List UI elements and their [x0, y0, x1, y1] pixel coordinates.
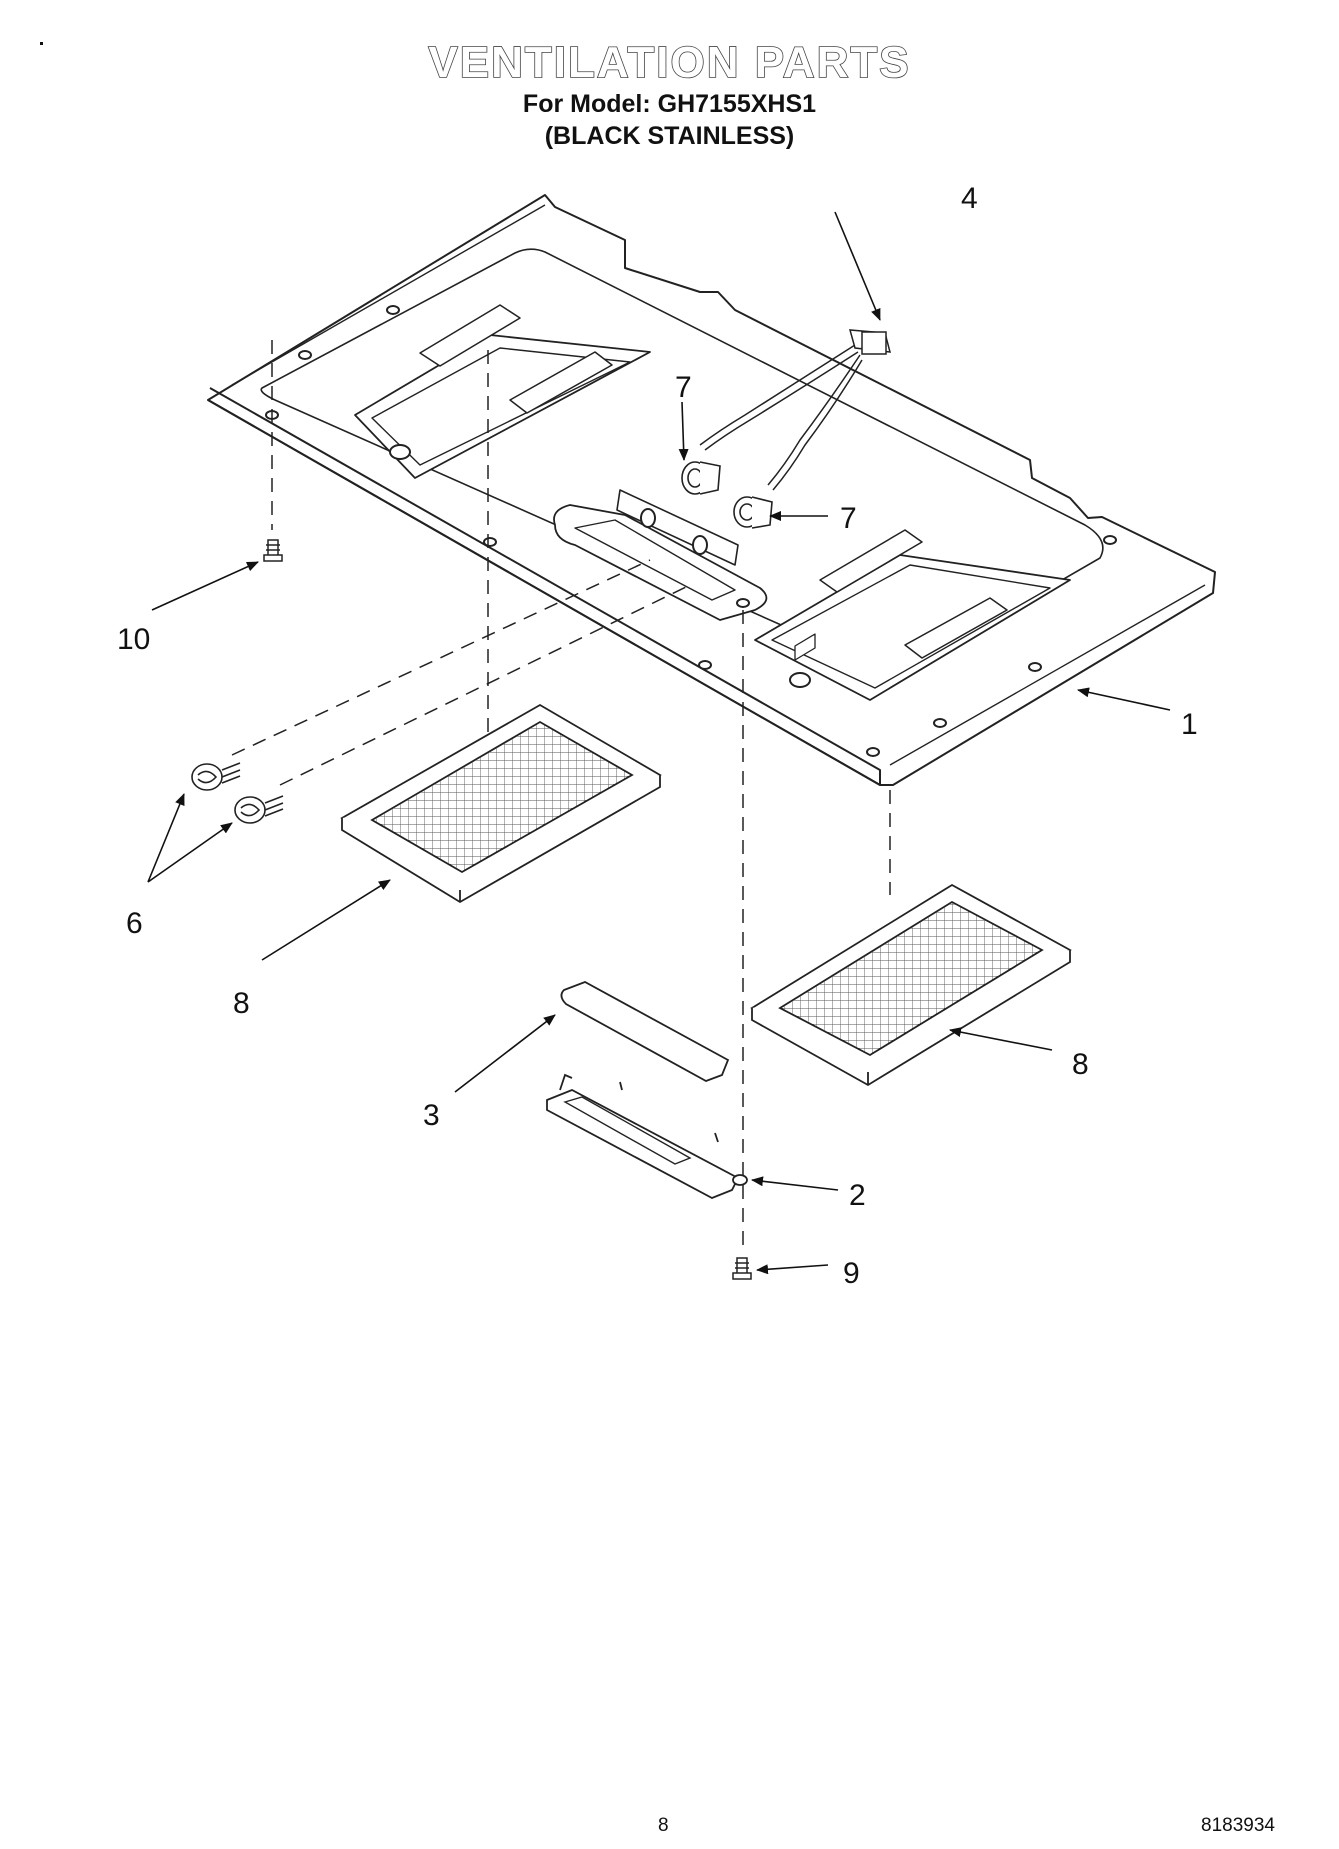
- page-number: 8: [658, 1815, 669, 1836]
- leader-arrow-7a: [678, 401, 689, 461]
- callout-10: 10: [117, 623, 150, 656]
- callout-7a: 7: [675, 371, 692, 404]
- leader-arrow-10: [151, 561, 259, 611]
- leader-arrow-3: [454, 1014, 556, 1093]
- lens-part-3: [560, 981, 730, 1082]
- screw-part-9: [732, 1257, 752, 1280]
- wire-harness-part-4: [699, 329, 892, 491]
- callout-4: 4: [961, 182, 978, 215]
- document-number: 8183934: [1201, 1815, 1275, 1836]
- callout-2: 2: [849, 1179, 866, 1212]
- callout-7b: 7: [840, 502, 857, 535]
- assembly-guide-lines: [231, 340, 891, 1250]
- thumb-screws-part-6: [191, 762, 284, 824]
- variant-line: (BLACK STAINLESS): [544, 122, 795, 150]
- callout-8-right: 8: [1072, 1048, 1089, 1081]
- lens-frame-part-2: [546, 1073, 748, 1199]
- model-line: For Model: GH7155XHS1: [522, 90, 817, 118]
- leader-arrow-4: [834, 211, 881, 321]
- scan-speck: [40, 42, 43, 45]
- leader-arrow-2: [751, 1176, 839, 1191]
- leader-arrow-8-right: [949, 1027, 1053, 1051]
- leader-arrows: [147, 211, 1171, 1275]
- callout-8-left: 8: [233, 987, 250, 1020]
- screw-part-10: [263, 539, 283, 562]
- page-title: VENTILATION PARTS: [428, 37, 911, 88]
- callout-1: 1: [1181, 708, 1198, 741]
- callout-3: 3: [423, 1099, 440, 1132]
- callout-6: 6: [126, 907, 143, 940]
- grease-filter-part-8-right: [750, 883, 1072, 1087]
- leader-arrow-8-left: [261, 879, 391, 961]
- leader-arrow-1: [1077, 687, 1171, 711]
- callout-9: 9: [843, 1257, 860, 1290]
- leader-arrow-6a: [147, 793, 185, 883]
- leader-arrow-9: [756, 1264, 829, 1275]
- leader-arrow-6b: [147, 822, 233, 883]
- grease-filter-part-8-left: [340, 703, 662, 904]
- lamp-sockets-part-7: [681, 461, 773, 529]
